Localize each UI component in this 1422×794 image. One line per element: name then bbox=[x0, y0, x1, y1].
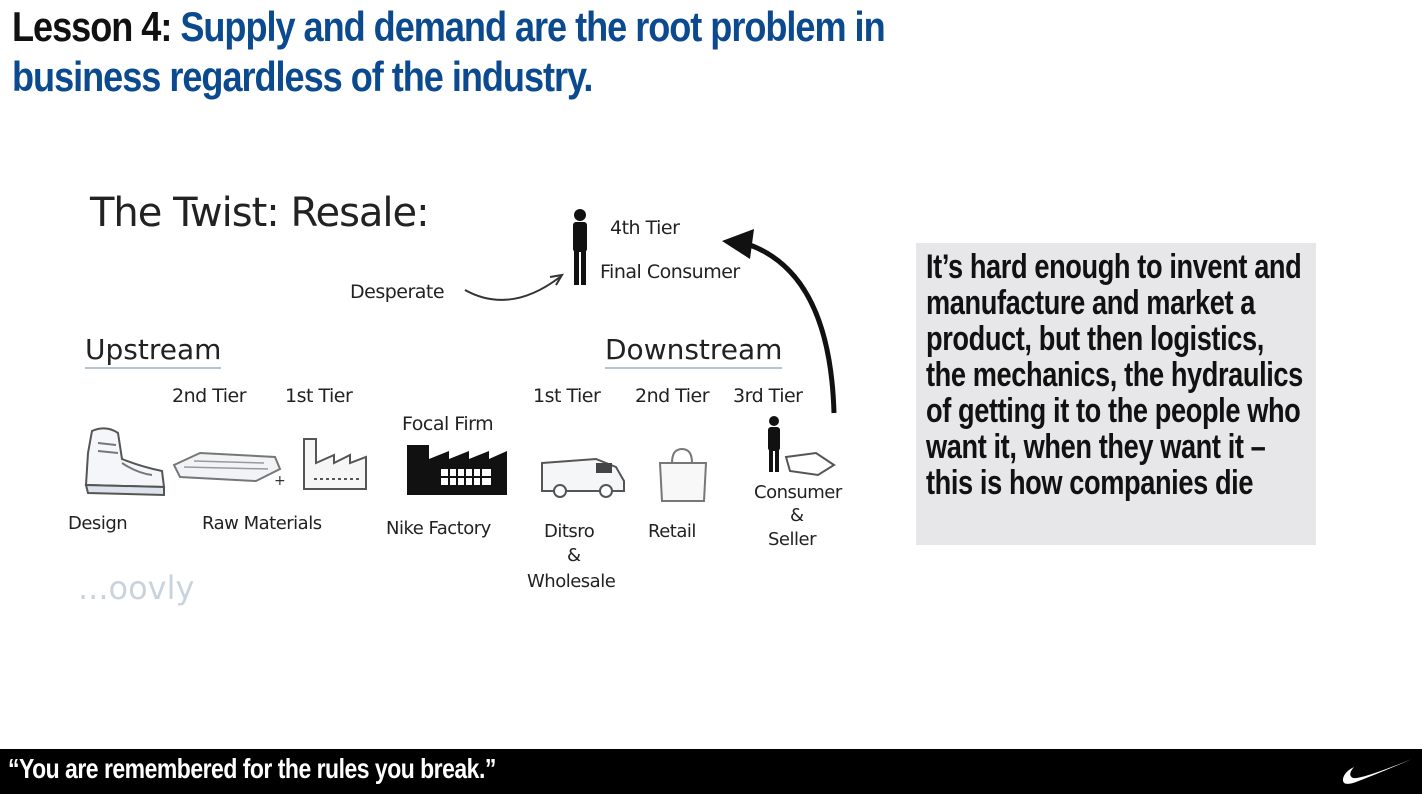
seller-label: Seller bbox=[768, 529, 816, 550]
slide-title: Lesson 4: Supply and demand are the root… bbox=[12, 2, 975, 102]
downstream-2nd-tier: 2nd Tier bbox=[635, 385, 710, 407]
design-label: Design bbox=[68, 513, 128, 534]
shopping-bag-icon bbox=[658, 447, 708, 502]
distro-label: Ditsro bbox=[544, 521, 595, 542]
downstream-3rd-tier: 3rd Tier bbox=[733, 385, 803, 407]
supply-chain-diagram: The Twist: Resale: 4th Tier Final Consum… bbox=[60, 185, 860, 615]
downstream-1st-tier: 1st Tier bbox=[533, 385, 601, 407]
upstream-2nd-tier: 2nd Tier bbox=[172, 385, 247, 407]
shoe-icon bbox=[84, 427, 166, 497]
nike-factory-icon bbox=[407, 445, 507, 495]
desperate-label: Desperate bbox=[350, 281, 445, 303]
diagram-arrows bbox=[464, 229, 837, 414]
person-icon bbox=[573, 209, 587, 285]
consumer-seller-icon bbox=[768, 416, 836, 477]
consumer-label: Consumer bbox=[754, 482, 842, 503]
factory-sketch-icon bbox=[303, 438, 367, 490]
svg-text:+: + bbox=[274, 473, 285, 487]
raw-materials-icon: + bbox=[172, 451, 285, 487]
callout-text: It’s hard enough to invent and manufactu… bbox=[926, 248, 1303, 502]
consumer-amp: & bbox=[790, 505, 804, 526]
headline: Supply and demand are the root problem i… bbox=[12, 3, 886, 100]
final-consumer-label: Final Consumer bbox=[600, 261, 740, 283]
downstream-label: Downstream bbox=[605, 333, 783, 369]
diagram-heading: The Twist: Resale: bbox=[90, 190, 430, 236]
callout-box: It’s hard enough to invent and manufactu… bbox=[916, 243, 1316, 545]
wholesale-label: Wholesale bbox=[527, 571, 616, 592]
focal-firm-label: Focal Firm bbox=[402, 413, 494, 435]
watermark-logo: ...oovly bbox=[78, 569, 195, 607]
retail-label: Retail bbox=[648, 521, 696, 542]
footer-quote: “You are remembered for the rules you br… bbox=[8, 753, 496, 784]
upstream-label: Upstream bbox=[85, 333, 222, 369]
distro-amp: & bbox=[567, 545, 581, 566]
van-icon bbox=[541, 457, 625, 498]
nike-factory-label: Nike Factory bbox=[386, 518, 491, 539]
footer-bar: “You are remembered for the rules you br… bbox=[0, 749, 1422, 794]
raw-materials-label: Raw Materials bbox=[202, 513, 322, 534]
fourth-tier-label: 4th Tier bbox=[610, 217, 680, 239]
swoosh-logo-icon bbox=[1342, 759, 1412, 784]
lesson-label: Lesson 4: bbox=[12, 3, 172, 50]
upstream-1st-tier: 1st Tier bbox=[285, 385, 353, 407]
